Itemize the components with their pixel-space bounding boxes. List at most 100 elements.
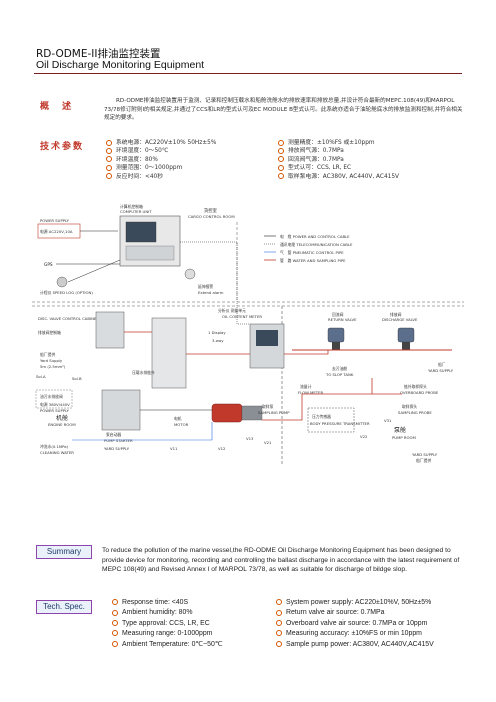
- extend-alarm-label: Extend alarm: [198, 290, 224, 295]
- yard-supply4-label: YARD SUPPLY: [104, 446, 130, 451]
- valve-tag: V21: [264, 440, 272, 445]
- spec-item: System power supply: AC220±10%V, 50Hz±5%: [276, 598, 434, 608]
- overview-label: 概 述: [40, 102, 74, 112]
- engine-room-cn: 机舱: [56, 414, 68, 422]
- spec-item: 回流阀气源：0.7MPa: [278, 156, 399, 164]
- pressure-cn: 压力传感器: [312, 414, 331, 419]
- bullet-icon: [112, 609, 118, 616]
- spec-item: Measuring range: 0-1000ppm: [112, 629, 223, 639]
- bullet-icon: [112, 630, 118, 637]
- pump-icon: [241, 405, 263, 421]
- clean-water-cn: 冲洗水(0.1MPa): [40, 444, 69, 449]
- power-supply-label: POWER SUPPLY: [40, 218, 70, 223]
- legend-item: 气 管 PNEUMATIC CONTROL PIPE: [280, 250, 344, 255]
- alarm-icon: [184, 268, 196, 280]
- bullet-icon: [276, 619, 282, 626]
- bullet-icon: [112, 640, 118, 647]
- pressure-label: BODY PRESSURE TRANSMITTER: [310, 421, 370, 426]
- computer-screen-icon: [125, 221, 157, 243]
- bullet-icon: [106, 173, 112, 180]
- spec-item: 环境湿度：0～50℃: [106, 147, 216, 155]
- tech-cn-label: 技术参数: [40, 142, 85, 152]
- bullet-icon: [276, 640, 282, 647]
- bullet-icon: [276, 609, 282, 616]
- overboard-probe-label: OVERBOARD PROBE: [400, 390, 439, 395]
- summary-label: Summary: [36, 545, 92, 559]
- bullet-icon: [276, 630, 282, 637]
- cargo-room-label: CARGO CONTROL ROOM: [188, 214, 235, 219]
- bullet-icon: [106, 164, 112, 171]
- discharge-valve-cn: 排放阀: [390, 312, 402, 317]
- spec-item: Sample pump power: AC380V, AC440V,AC415V: [276, 640, 434, 650]
- valve-tag: V11: [170, 446, 178, 451]
- yard-supply2-label: Yard Supply: [40, 358, 63, 363]
- pump-starter-label: PUMP STARTER: [104, 438, 133, 443]
- bullet-icon: [278, 139, 284, 146]
- valve-tag: V12: [218, 446, 226, 451]
- analyzer-sub: 分析仪 测量单元: [218, 308, 246, 313]
- bullet-icon: [278, 156, 284, 163]
- flushing-cn: 油污水排放阀: [40, 394, 63, 399]
- gps-label: GPS: [44, 262, 53, 268]
- tech-en-right: System power supply: AC220±10%V, 50Hz±5%…: [276, 598, 434, 650]
- overview-text: RD-ODME排油监控装置用于监测、记录和控制压载水和船舱洗舱水的排放速率和排放…: [104, 98, 463, 122]
- valve-cabinet-label: DISC. VALVE CONTROL CABINET: [38, 316, 99, 321]
- note-box: [35, 389, 73, 409]
- cargo-room-cn: 货控室: [204, 207, 218, 214]
- valve-tag: V22: [360, 434, 368, 439]
- summary-text: To reduce the pollution of the marine ve…: [102, 547, 460, 574]
- speed-log-label: 计程仪 SPEED LOG (OPTION): [40, 290, 93, 295]
- sol-b-label: Sol.B: [72, 376, 82, 381]
- computer-unit-label: COMPUTER UNIT: [120, 209, 152, 214]
- motor-cn: 电机: [174, 416, 182, 421]
- pump-room-label: PUMP ROOM: [392, 435, 416, 440]
- spec-item: Overboard valve air source: 0.7MPa or 10…: [276, 619, 434, 629]
- spec-item: 系统电源：AC220V±10% 50Hz±5%: [106, 139, 216, 147]
- return-valve-cn: 回流阀: [332, 312, 344, 317]
- analyzer-label: OIL CONTENT METER: [222, 314, 262, 319]
- three-way-label: 3-way: [212, 338, 224, 343]
- computer-unit-cn: 计算机控制箱: [120, 204, 143, 209]
- title-cn: RD-ODME-II排油监控装置: [36, 48, 161, 60]
- pump-starter-cn: 泵启动器: [106, 432, 121, 437]
- spec-item: 取样泵电源：AC380V, AC440V, AC415V: [278, 173, 399, 181]
- bullet-icon: [112, 619, 118, 626]
- valve-tag: V13: [246, 436, 254, 441]
- bullet-icon: [278, 164, 284, 171]
- valve-cabinet-box: [95, 311, 125, 349]
- spec-item: Ambient humidity: 80%: [112, 608, 223, 618]
- discharge-valve-label: DISCHARGE VALVE: [382, 317, 418, 322]
- sampling-pump2-cn: 取样泵: [262, 404, 274, 409]
- tech-cn-right: 测量精度：±10%FS 或±10ppm 排放阀气源：0.7MPa 回流阀气源：0…: [278, 139, 399, 181]
- flow-meter-cn: 流量计: [300, 384, 312, 389]
- computer-keypad-icon: [125, 245, 175, 261]
- sampling-pump-cn: 压载水排舷外: [132, 370, 155, 375]
- cable-length: 5m (2.5mm²): [40, 364, 66, 369]
- system-diagram: POWER SUPPLY 电源 AC220V,10A 计算机控制箱 COMPUT…: [32, 204, 464, 464]
- extend-alarm-cn: 延伸报警: [198, 284, 213, 289]
- return-valve-label: RETURN VALVE: [328, 317, 357, 322]
- bullet-icon: [106, 139, 112, 146]
- valve-cabinet-cn: 排放阀控制箱: [38, 330, 61, 335]
- spec-item: 型式认可：CCS, LR, EC: [278, 164, 399, 172]
- valve-actuator-icon: [397, 327, 415, 350]
- control-cabinet-box: [151, 317, 187, 389]
- display-label: 1 Display: [208, 330, 226, 335]
- pump-room-cn: 泵舱: [394, 426, 406, 434]
- spec-item: 测量精度：±10%FS 或±10ppm: [278, 139, 399, 147]
- yard-supply-label: YARD SUPPLY: [428, 368, 454, 373]
- sol-a-label: Sol.A: [36, 374, 46, 379]
- legend: 电 缆 POWER AND CONTROL CABLE 通讯电缆 TELECOM…: [264, 234, 353, 263]
- yard-supply3-cn: 船厂提供: [416, 458, 431, 463]
- yard-supply2-cn: 船厂提供: [40, 352, 55, 357]
- spec-item: Ambient Temperature: 0℃~50℃: [112, 640, 223, 650]
- spec-item: 测量范围：0～1000ppm: [106, 164, 216, 172]
- power-supply2-label: POWER SUPPLY: [40, 408, 70, 413]
- bullet-icon: [106, 147, 112, 154]
- pump-starter-box: [101, 389, 141, 431]
- legend-item: 管 路 WATER AND SAMPLING PIPE: [280, 258, 346, 263]
- slop-tank-label: TO SLOP TANK: [325, 372, 354, 377]
- bullet-icon: [276, 599, 282, 606]
- legend-item: 电 缆 POWER AND CONTROL CABLE: [280, 234, 350, 239]
